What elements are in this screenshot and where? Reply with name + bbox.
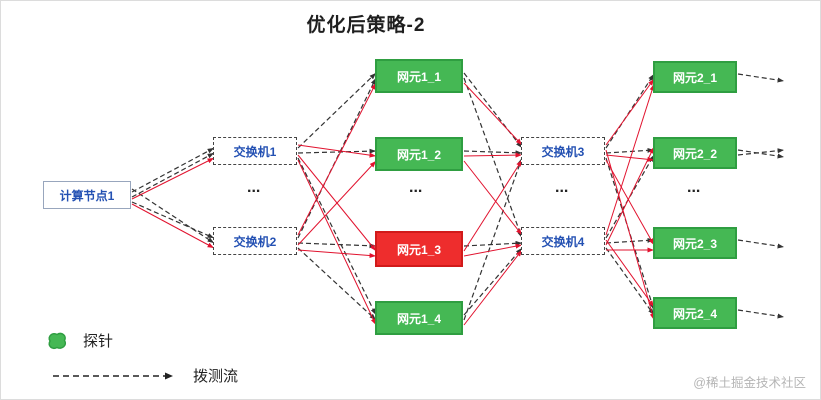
node-elem2-1: 网元2_1 [653, 61, 737, 93]
edge-elem1_4-switch4 [463, 249, 523, 326]
edge-compute1-switch2 [131, 201, 215, 239]
edge-switch2-elem1_2 [297, 160, 377, 246]
legend-probe-label: 探针 [83, 333, 114, 350]
node-elem1-1: 网元1_1 [375, 59, 463, 93]
ellipsis: ... [247, 179, 261, 196]
node-elem1-2: 网元1_2 [375, 137, 463, 171]
edge-elem1_1-switch4 [463, 77, 523, 239]
diagram-title: 优化后策略-2 [306, 15, 426, 36]
legend-flow-label: 拨测流 [193, 368, 239, 385]
edge-switch4-elem2_3 [605, 237, 655, 244]
edge-switch2-elem1_4 [297, 247, 377, 321]
node-switch3: 交换机3 [521, 137, 605, 165]
ellipsis: ... [555, 179, 569, 196]
edge-elem1_2-switch4 [463, 160, 523, 236]
edge-switch3-elem2_4 [605, 149, 655, 321]
dashed-arrow-icon [53, 372, 173, 379]
edge-switch1-elem1_2 [297, 144, 377, 158]
node-switch4: 交换机4 [521, 227, 605, 255]
watermark: @稀土掘金技术社区 [693, 376, 806, 390]
edge-compute1-switch1 [131, 147, 215, 193]
edge-switch2-elem1_3 [297, 249, 377, 258]
node-elem2-2: 网元2_2 [653, 137, 737, 169]
edge-elem1_1-switch3 [463, 72, 523, 149]
probe-icon [48, 332, 67, 349]
edge-elem1_1-switch3 [463, 82, 523, 146]
edge-switch2-elem1_1 [297, 82, 377, 236]
edge-compute1-switch2 [131, 203, 215, 249]
edge-switch4-elem2_4 [605, 247, 655, 316]
edge-switch1-elem1_1 [297, 72, 377, 149]
edge-switch1-elem1_4 [297, 157, 377, 316]
node-compute1: 计算节点1 [43, 181, 131, 209]
edge-elem2_3-out [737, 239, 785, 249]
edge-switch1-elem1_2 [297, 148, 377, 154]
node-elem1-3: 网元1_3 [375, 231, 463, 267]
edge-switch3-elem2_3 [605, 159, 655, 246]
node-switch2: 交换机2 [213, 227, 297, 255]
edge-switch4-elem2_1 [605, 83, 655, 236]
edge-compute1-switch1 [131, 152, 215, 198]
edge-elem1_4-switch3 [463, 157, 523, 321]
edge-elem2_2-out [737, 148, 785, 156]
ellipsis: ... [687, 179, 701, 196]
edge-switch3-elem2_4 [605, 157, 655, 311]
edge-elem2_1-out [737, 73, 785, 83]
node-elem2-3: 网元2_3 [653, 227, 737, 259]
edge-elem1_2-switch3 [463, 152, 523, 158]
legend-probe: 探针 [45, 330, 113, 351]
edge-compute1-switch2 [131, 188, 215, 244]
edge-elem2_4-out [737, 309, 785, 319]
edge-switch4-elem2_4 [605, 239, 655, 308]
edge-elem1_3-switch4 [463, 240, 523, 247]
edge-elem2_2-out [737, 149, 785, 159]
edge-switch1-elem1_4 [297, 159, 377, 326]
edge-switch3-elem2_2 [605, 154, 655, 162]
edge-switch4-elem2_2 [605, 146, 655, 246]
edge-compute1-switch1 [131, 157, 215, 200]
node-elem1-4: 网元1_4 [375, 301, 463, 335]
edge-switch2-elem1_3 [297, 242, 377, 249]
edge-switch3-elem2_1 [605, 78, 655, 146]
legend-flow: 拨测流 [51, 365, 238, 386]
edge-elem1_4-switch4 [463, 247, 523, 316]
node-switch1: 交换机1 [213, 137, 297, 165]
node-elem2-4: 网元2_4 [653, 297, 737, 329]
edge-switch3-elem2_2 [605, 147, 655, 154]
edge-elem1_3-switch3 [463, 159, 523, 252]
ellipsis: ... [409, 179, 423, 196]
edge-elem1_3-switch4 [463, 243, 523, 257]
edge-elem1_2-switch3 [463, 150, 523, 156]
edge-switch3-elem2_1 [605, 73, 655, 149]
